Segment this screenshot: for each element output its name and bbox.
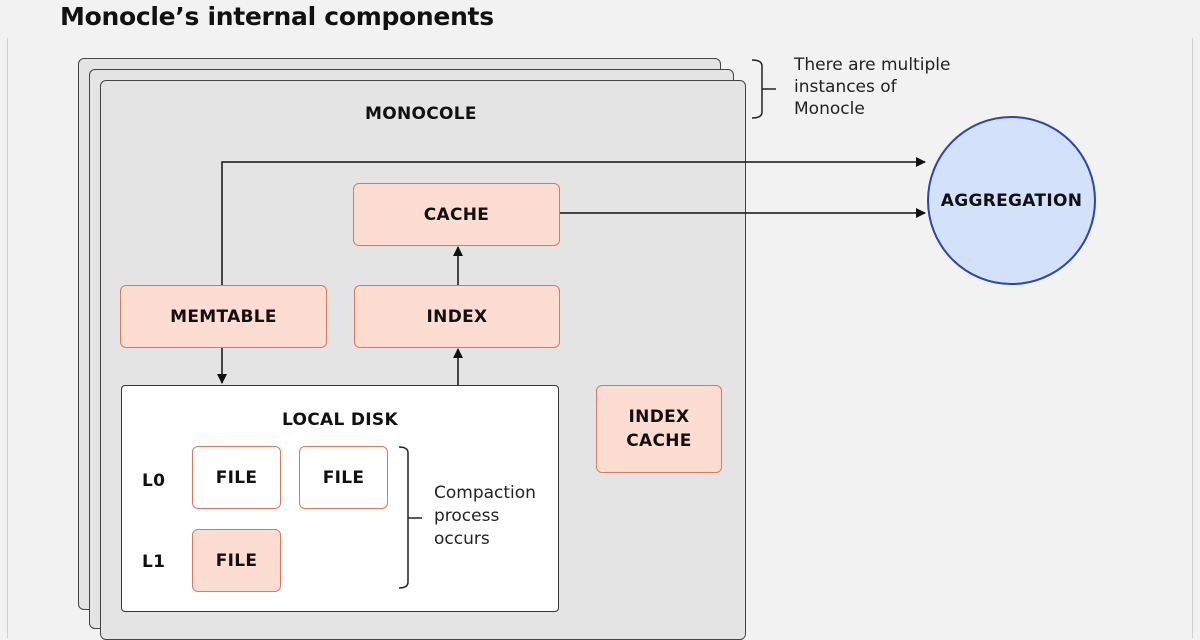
- index-cache-label-line: INDEX: [628, 407, 690, 427]
- file-label: FILE: [322, 467, 365, 488]
- page-frame-left: [7, 38, 8, 638]
- instances-note: There are multiple instances of Monocle: [794, 54, 950, 120]
- local-disk: LOCAL DISK L0 L1 FILE FILE FILE: [121, 385, 559, 612]
- cache-box: CACHE: [353, 183, 560, 246]
- compaction-bracket: [398, 446, 409, 589]
- aggregation-node: AGGREGATION: [927, 116, 1096, 285]
- aggregation-label: AGGREGATION: [940, 190, 1083, 211]
- index-label: INDEX: [426, 306, 488, 327]
- index-cache-label-line: CACHE: [626, 431, 692, 451]
- index-cache-box: INDEX CACHE: [596, 385, 722, 473]
- l0-file-1: FILE: [192, 446, 281, 509]
- instances-note-line: instances of: [794, 77, 897, 97]
- memtable-label: MEMTABLE: [170, 306, 277, 327]
- compaction-note-line: Compaction: [434, 483, 536, 503]
- instances-bracket: [751, 59, 763, 119]
- file-label: FILE: [215, 550, 258, 571]
- page-frame-right: [1192, 38, 1193, 638]
- compaction-note: Compaction process occurs: [434, 482, 536, 551]
- diagram-title: Monocle’s internal components: [60, 2, 494, 31]
- instances-note-line: Monocle: [794, 99, 865, 119]
- local-disk-title: LOCAL DISK: [282, 410, 398, 430]
- compaction-note-line: process: [434, 506, 500, 526]
- arrow-memtable-to-aggregation: [221, 157, 926, 285]
- instances-note-line: There are multiple: [794, 55, 951, 75]
- memtable-box: MEMTABLE: [120, 285, 327, 348]
- level-l1-label: L1: [142, 552, 166, 572]
- cache-label: CACHE: [423, 204, 490, 225]
- l0-file-2: FILE: [299, 446, 388, 509]
- index-box: INDEX: [354, 285, 560, 348]
- compaction-note-line: occurs: [434, 529, 490, 549]
- file-label: FILE: [215, 467, 258, 488]
- level-l0-label: L0: [142, 471, 166, 491]
- monocle-label: MONOCOLE: [365, 104, 477, 124]
- l1-file: FILE: [192, 529, 281, 592]
